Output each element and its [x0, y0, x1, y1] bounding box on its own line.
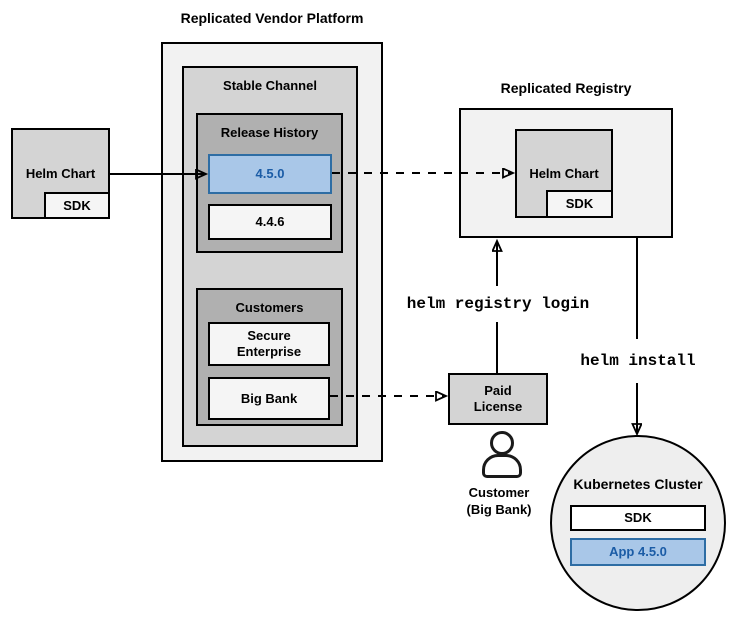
vendor-sdk-label: SDK	[63, 197, 91, 213]
vendor-sdk-box: SDK	[44, 192, 110, 219]
customers-title: Customers	[235, 300, 304, 315]
registry-sdk-box: SDK	[546, 190, 613, 218]
paid-license-label: Paid License	[473, 383, 523, 414]
customer-item-big-bank: Big Bank	[208, 377, 330, 420]
customers-box: Customers Secure Enterprise Big Bank	[196, 288, 343, 426]
cmd-helm-registry-login: helm registry login	[391, 286, 605, 322]
cluster-sdk-box: SDK	[570, 505, 706, 531]
release-item-446: 4.4.6	[208, 204, 332, 240]
paid-license-box: Paid License	[448, 373, 548, 425]
platform-box: Stable Channel Release History 4.5.0 4.4…	[161, 42, 383, 462]
customer-item-secure-enterprise: Secure Enterprise	[208, 322, 330, 366]
cluster-sdk-label: SDK	[624, 510, 652, 525]
release-item-label: 4.5.0	[255, 166, 285, 181]
person-icon	[447, 428, 551, 478]
stable-channel-box: Stable Channel Release History 4.5.0 4.4…	[182, 66, 358, 447]
cluster-app-label: App 4.5.0	[609, 544, 667, 559]
customer-label: Customer (Big Bank)	[447, 484, 551, 518]
cmd-helm-install: helm install	[572, 339, 704, 383]
platform-title: Replicated Vendor Platform	[180, 10, 364, 26]
registry-helm-chart-label: Helm Chart	[529, 165, 599, 181]
customer-figure: Customer (Big Bank)	[447, 428, 551, 523]
cluster-app-box: App 4.5.0	[570, 538, 706, 566]
person-body-icon	[482, 454, 522, 478]
customer-item-label: Secure Enterprise	[236, 328, 302, 359]
vendor-helm-chart-box: Helm Chart SDK	[11, 128, 110, 219]
vendor-helm-chart-label: Helm Chart	[25, 165, 96, 181]
release-item-label: 4.4.6	[255, 214, 285, 229]
person-head-icon	[490, 431, 514, 455]
release-item-450: 4.5.0	[208, 154, 332, 194]
registry-sdk-label: SDK	[565, 196, 594, 211]
registry-helm-chart-box: Helm Chart SDK	[515, 129, 613, 218]
release-history-title: Release History	[220, 125, 319, 140]
stable-channel-title: Stable Channel	[223, 78, 317, 93]
kubernetes-cluster-circle: Kubernetes Cluster SDK App 4.5.0	[550, 435, 726, 611]
customer-item-label: Big Bank	[240, 390, 298, 406]
customer-label-text: Customer (Big Bank)	[466, 485, 532, 517]
cluster-title: Kubernetes Cluster	[573, 476, 703, 492]
registry-title: Replicated Registry	[500, 80, 632, 96]
release-history-box: Release History 4.5.0 4.4.6	[196, 113, 343, 253]
